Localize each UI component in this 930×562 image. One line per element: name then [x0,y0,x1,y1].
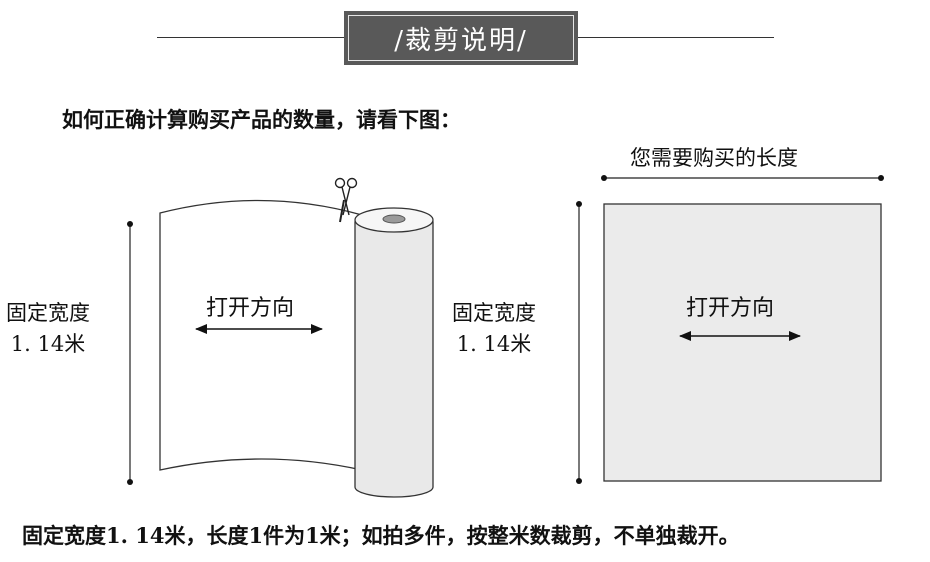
right-width-label: 固定宽度 1. 14米 [452,298,536,360]
left-width-label: 固定宽度 1. 14米 [6,298,90,360]
header-rule-left [157,37,344,38]
length-label: 您需要购买的长度 [630,146,798,170]
left-width-label-line1: 固定宽度 [6,301,90,325]
fabric-roll-icon [354,207,434,498]
left-direction-label: 打开方向 [206,296,295,321]
scissors-icon [334,177,358,223]
fabric-sheet [159,199,363,471]
header-title-box: /裁剪说明/ [344,11,578,65]
left-width-label-line2: 1. 14米 [10,332,86,356]
right-width-label-line1: 固定宽度 [452,301,536,325]
header-rule-right [578,37,774,38]
header-title: /裁剪说明/ [348,15,574,61]
footer-note: 固定宽度1. 14米，长度1件为1米；如拍多件，按整米数裁剪，不单独裁开。 [22,523,740,548]
right-direction-label: 打开方向 [686,296,775,321]
cut-piece-panel [603,203,882,482]
right-width-label-line2: 1. 14米 [456,332,532,356]
intro-text: 如何正确计算购买产品的数量，请看下图： [62,107,461,132]
